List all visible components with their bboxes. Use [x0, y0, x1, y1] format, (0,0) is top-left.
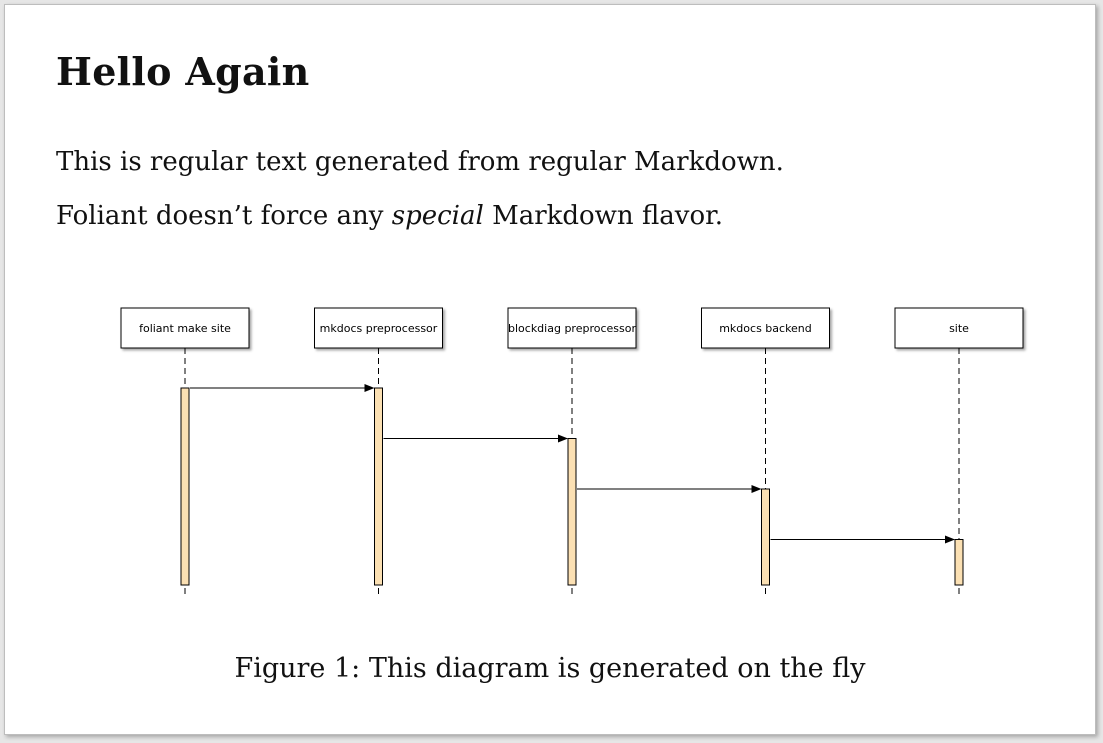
figure-caption: Figure 1: This diagram is generated on t…: [234, 653, 866, 684]
participant-box-3: mkdocs backend: [701, 307, 830, 349]
participant-box-4: site: [894, 307, 1024, 349]
document-page: Hello Again This is regular text generat…: [4, 4, 1096, 735]
activation-bar-2: [567, 438, 577, 586]
paragraph-regular-text: This is regular text generated from regu…: [56, 147, 784, 177]
paragraph-flavor-end: Markdown flavor.: [483, 201, 723, 231]
participant-label-2: blockdiag preprocessor: [508, 322, 636, 335]
participant-box-0: foliant make site: [120, 307, 250, 349]
activation-bar-1: [374, 387, 383, 586]
paragraph-flavor: Foliant doesn’t force any special Markdo…: [56, 201, 723, 231]
paragraph-flavor-start: Foliant doesn’t force any: [56, 201, 392, 231]
participant-label-3: mkdocs backend: [719, 322, 812, 335]
participant-label-4: site: [949, 322, 969, 335]
participant-box-1: mkdocs preprocessor: [314, 307, 443, 349]
page-heading: Hello Again: [56, 49, 310, 94]
participant-label-1: mkdocs preprocessor: [320, 322, 438, 335]
participant-box-2: blockdiag preprocessor: [507, 307, 637, 349]
emphasis-special: special: [391, 201, 484, 231]
activation-bar-0: [180, 387, 190, 586]
activation-bar-3: [761, 488, 770, 586]
participant-label-0: foliant make site: [139, 322, 231, 335]
activation-bar-4: [954, 539, 964, 586]
sequence-diagram: foliant make site mkdocs preprocessor bloc…: [120, 307, 1024, 597]
